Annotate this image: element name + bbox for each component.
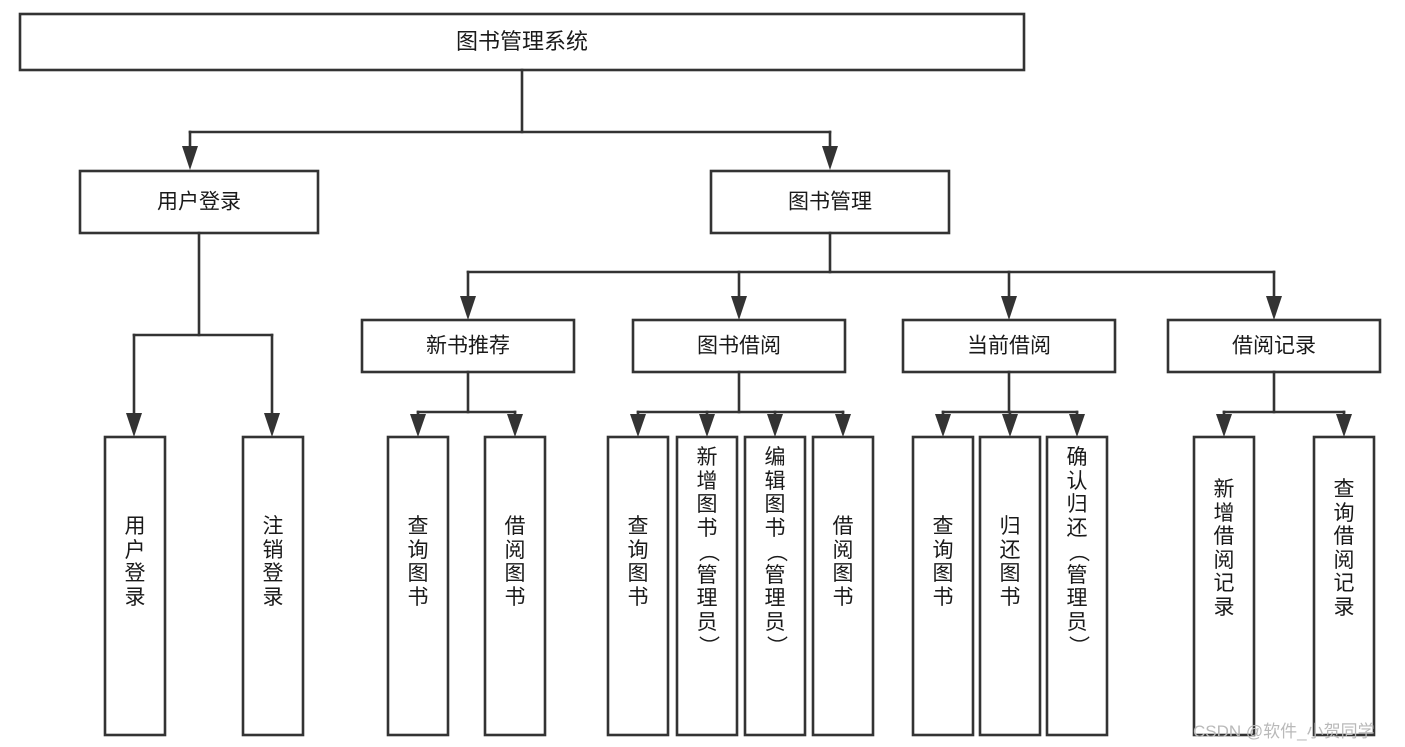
node-borrow-record[interactable]: 借阅记录: [1166, 318, 1382, 374]
leaf-box-query-book-nbr[interactable]: [386, 435, 450, 737]
node-current-borrow[interactable]: 当前借阅: [901, 318, 1117, 374]
arrow-br-leaf-2: [1336, 414, 1352, 437]
arrow-bb-leaf-3: [767, 414, 783, 437]
book-manage-label: 图书管理: [788, 191, 872, 214]
arrow-to-leaf-logout: [264, 413, 280, 437]
arrow-cb-leaf-2: [1002, 414, 1018, 437]
arrow-bb-leaf-4: [835, 414, 851, 437]
leaf-box-add-book-bb[interactable]: [675, 435, 739, 737]
leaf-box-query-book-cb[interactable]: [911, 435, 975, 737]
node-root[interactable]: 图书管理系统: [18, 12, 1026, 72]
arrow-to-leaf-user-login: [126, 413, 142, 437]
arrow-to-current-borrow: [1001, 296, 1017, 320]
node-new-book-recommend[interactable]: 新书推荐: [360, 318, 576, 374]
leaf-box-query-book-bb[interactable]: [606, 435, 670, 737]
connector-new-book-recommend-to-leaves: [410, 370, 523, 437]
arrow-bb-leaf-1: [630, 414, 646, 437]
connector-book-manage-to-level2: [460, 231, 1282, 320]
new-book-recommend-label: 新书推荐: [426, 335, 510, 358]
leaf-box-borrow-book-bb[interactable]: [811, 435, 875, 737]
user-login-label: 用户登录: [157, 191, 241, 214]
node-user-login[interactable]: 用户登录: [78, 169, 320, 235]
arrow-to-user-login: [182, 146, 198, 170]
arrow-bb-leaf-2: [699, 414, 715, 437]
arrow-br-leaf-1: [1216, 414, 1232, 437]
leaf-box-query-record-br[interactable]: [1312, 435, 1376, 737]
node-book-borrow[interactable]: 图书借阅: [631, 318, 847, 374]
user-login-box[interactable]: [78, 169, 320, 235]
new-book-recommend-box[interactable]: [360, 318, 576, 374]
root-box[interactable]: [18, 12, 1026, 72]
leaf-box-confirm-return-cb[interactable]: [1045, 435, 1109, 737]
arrow-nbr-leaf-1: [410, 414, 426, 437]
node-book-manage[interactable]: 图书管理: [709, 169, 951, 235]
arrow-to-new-book-recommend: [460, 296, 476, 320]
arrow-cb-leaf-3: [1069, 414, 1085, 437]
connector-current-borrow-to-leaves: [935, 370, 1085, 437]
leaf-box-add-record-br[interactable]: [1192, 435, 1256, 737]
leaf-box-return-book-cb[interactable]: [978, 435, 1042, 737]
root-label: 图书管理系统: [456, 29, 588, 54]
book-borrow-label: 图书借阅: [697, 335, 781, 358]
arrow-to-borrow-record: [1266, 296, 1282, 320]
arrow-to-book-manage: [822, 146, 838, 170]
leaf-box-logout[interactable]: [241, 435, 305, 737]
connector-borrow-record-to-leaves: [1216, 370, 1352, 437]
connector-root-to-level1: [182, 68, 838, 170]
connector-book-borrow-to-leaves: [630, 370, 851, 437]
arrow-cb-leaf-1: [935, 414, 951, 437]
arrow-nbr-leaf-2: [507, 414, 523, 437]
current-borrow-label: 当前借阅: [967, 335, 1051, 358]
leaf-box-user-login[interactable]: [103, 435, 167, 737]
current-borrow-box[interactable]: [901, 318, 1117, 374]
leaf-box-edit-book-bb[interactable]: [743, 435, 807, 737]
arrow-to-book-borrow: [731, 296, 747, 320]
borrow-record-label: 借阅记录: [1232, 335, 1316, 358]
connector-user-login-to-leaves: [126, 231, 280, 437]
leaf-box-borrow-book-nbr[interactable]: [483, 435, 547, 737]
